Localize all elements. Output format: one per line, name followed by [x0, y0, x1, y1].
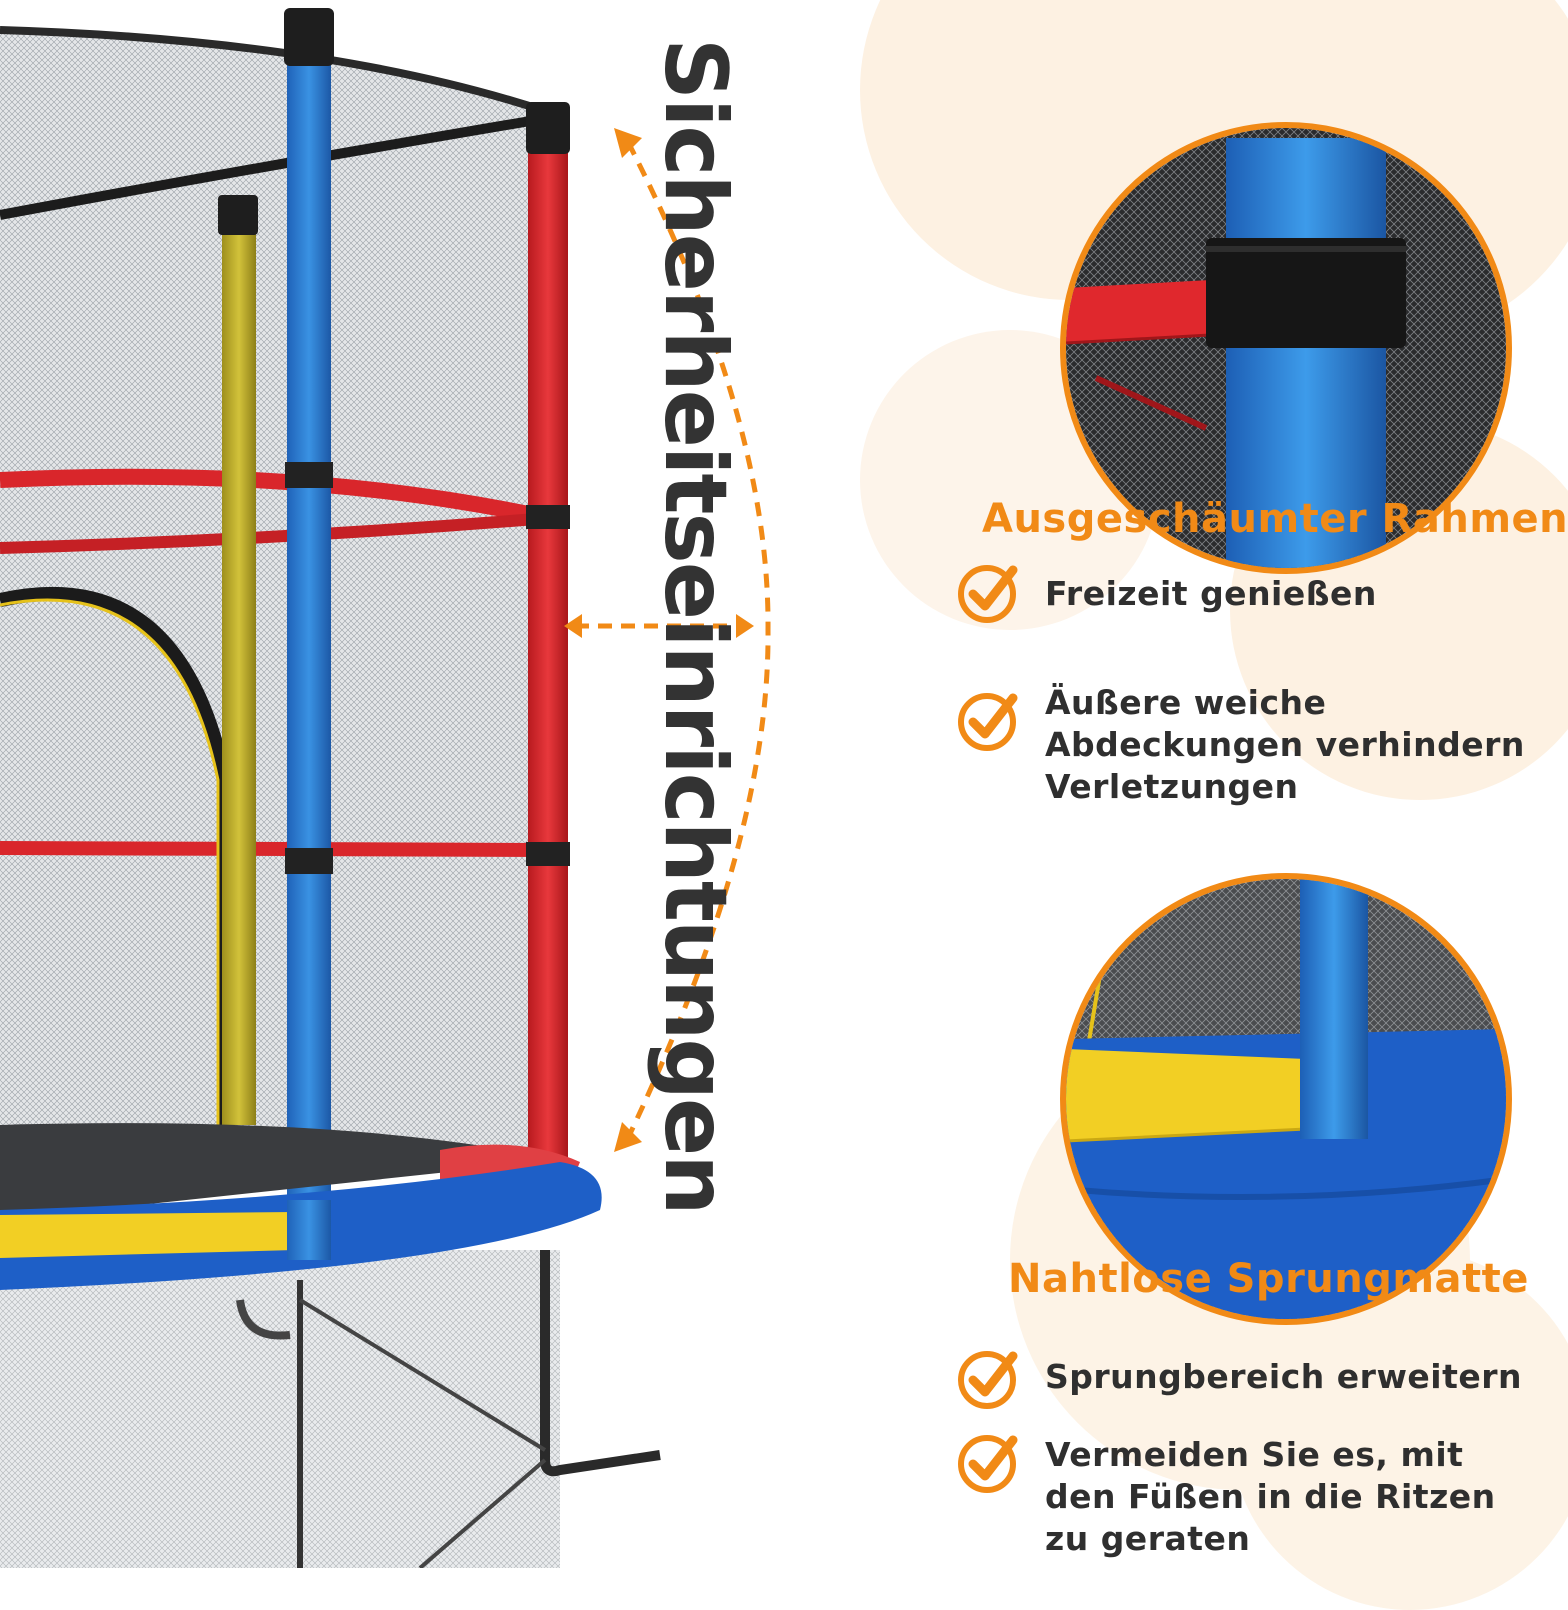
- check-circle-icon: [958, 565, 1018, 623]
- section-heading-frame: Ausgeschäumter Rahmen: [982, 496, 1568, 542]
- trampoline-illustration: [0, 8, 661, 1568]
- detail-image-mat: [1060, 873, 1512, 1325]
- double-arrow-icon: [564, 614, 754, 638]
- vertical-title: Sicherheitseinrichtungen: [645, 38, 745, 1214]
- check-circle-icon: [958, 1351, 1018, 1409]
- section-heading-mat: Nahtlose Sprungmatte: [1008, 1256, 1529, 1302]
- feature-text: Vermeiden Sie es, mit den Füßen in die R…: [1045, 1435, 1496, 1558]
- curved-arrow-icon: [614, 128, 771, 1152]
- feature-text: Sprungbereich erweitern: [1045, 1357, 1523, 1396]
- check-circle-icon: [958, 693, 1018, 751]
- feature-text: Äußere weiche Abdeckungen verhindern Ver…: [1045, 683, 1525, 806]
- feature-text: Freizeit genießen: [1045, 574, 1377, 613]
- check-circle-icon: [958, 1435, 1018, 1493]
- detail-image-foam-pole: [1060, 122, 1512, 574]
